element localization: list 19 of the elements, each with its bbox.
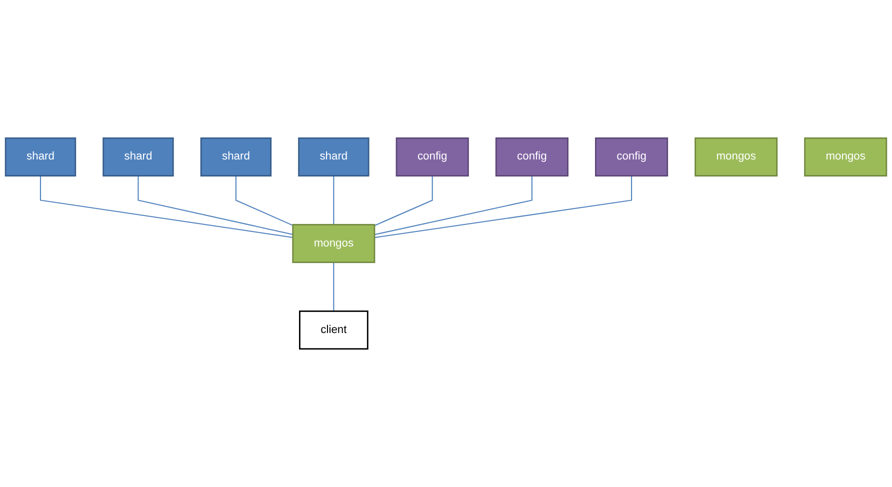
connector	[235, 176, 294, 226]
connector	[374, 176, 632, 238]
connector	[374, 176, 433, 226]
connector	[333, 262, 334, 312]
node-box: config	[495, 137, 568, 176]
connector	[40, 176, 293, 238]
connector	[138, 176, 293, 235]
connector	[374, 176, 532, 236]
node-box: mongos	[292, 224, 376, 264]
node-box: client	[299, 310, 368, 350]
connector	[333, 176, 334, 225]
node-box: shard	[4, 137, 76, 176]
node-box: config	[396, 137, 469, 176]
node-box: shard	[298, 137, 370, 176]
node-box: mongos	[694, 137, 778, 176]
node-box: config	[595, 137, 668, 176]
node-box: shard	[102, 137, 174, 176]
node-box: mongos	[804, 137, 888, 176]
node-box: shard	[200, 137, 272, 176]
